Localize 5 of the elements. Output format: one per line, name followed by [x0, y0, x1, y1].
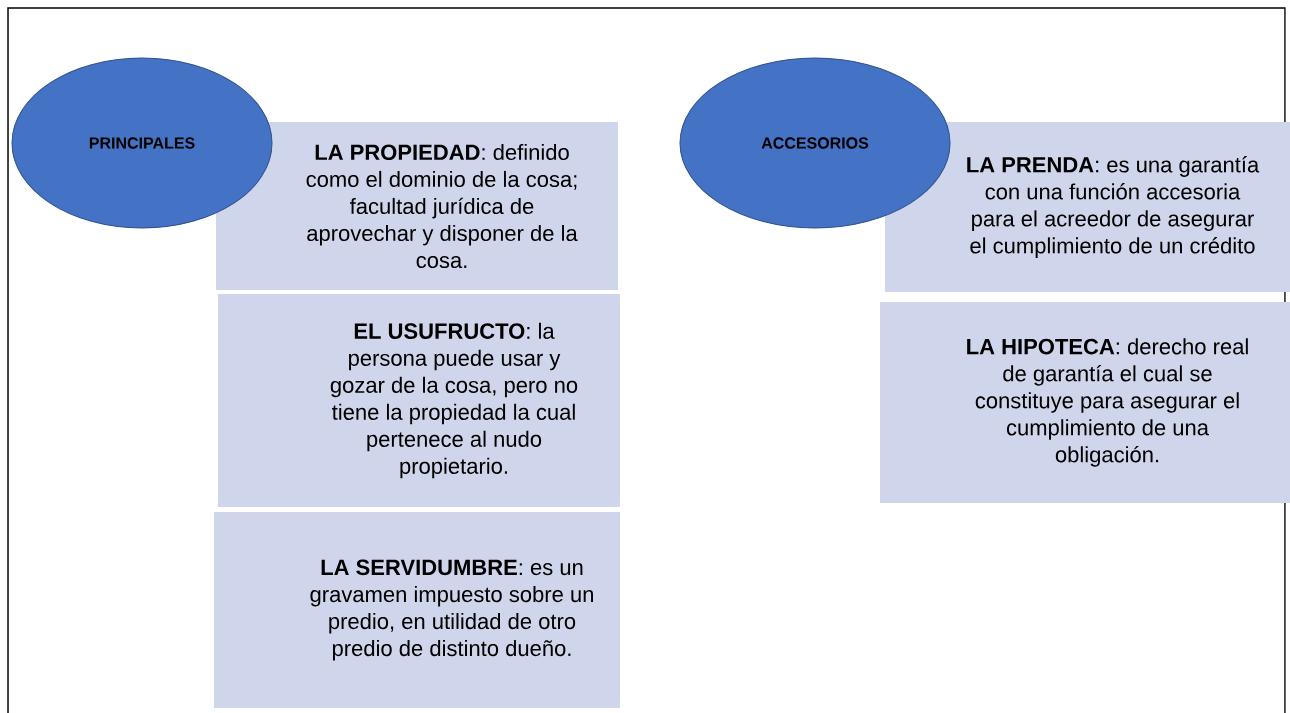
text-box: EL USUFRUCTO: la persona puede usar y gozar de la cosa, pero no tiene la propiedad la cual pertenece al nudo propietario.	[218, 294, 620, 507]
text-box: LA PROPIEDAD: definido como el dominio de la cosa; facultad jurídica de aprovechar y disponer de la cosa.	[216, 122, 618, 290]
text-box: LA HIPOTECA: derecho real de garantía el cual se constituye para asegurar el cumplimiento de una obligación.	[880, 302, 1290, 503]
text-box: LA SERVIDUMBRE: es un gravamen impuesto sobre un predio, en utilidad de otro predio de distinto dueño.	[214, 512, 620, 708]
text-box: LA PRENDA: es una garantía con una función accesoria para el acreedor de asegurar el cumplimiento de un crédito	[885, 122, 1290, 292]
